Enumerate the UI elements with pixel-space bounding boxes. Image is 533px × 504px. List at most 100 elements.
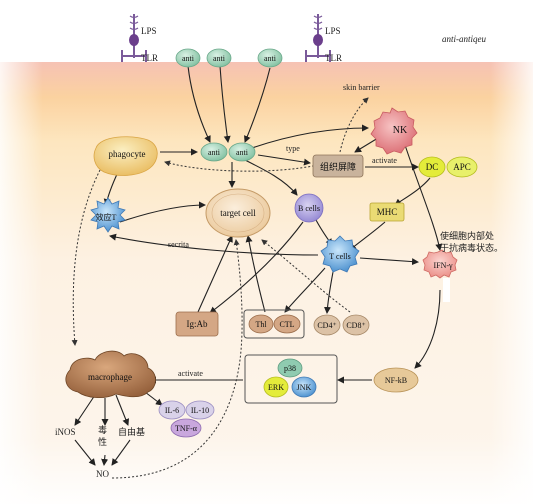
ctl-label: CTL: [279, 319, 295, 329]
anti-molecule-3-shape: [257, 48, 283, 68]
arrow-macrophage-to-inos: [74, 394, 96, 426]
arrow-macrophage-to-radical: [115, 394, 130, 426]
anti-molecule-1: anti: [182, 53, 194, 63]
anti-pair-2-shape: [228, 142, 256, 162]
activate-bottom-label: activate: [178, 369, 203, 378]
ig-ab-shape: [175, 311, 219, 337]
arrow-nk-to-ifn: [404, 144, 443, 251]
cd8-label: CD8⁺: [346, 320, 366, 330]
type-label: type: [286, 144, 300, 153]
phagocyte-label: phagocyte: [108, 149, 146, 159]
target-cell-label: target cell: [220, 208, 256, 218]
arrow-anti3-to-pair: [244, 67, 271, 143]
arrow-toxic-to-no: [101, 454, 109, 466]
th1-label: Thl: [255, 319, 267, 329]
dotted-no-to-target: [111, 239, 243, 479]
dc-label: DC: [425, 162, 439, 172]
activate-top-label: activate: [372, 156, 397, 165]
arrow-anti2-to-pair: [219, 65, 231, 143]
arrow-anti1-to-pair: [187, 65, 211, 143]
anti-molecule-2: anti: [213, 53, 225, 63]
lps-tlr-receptor-left: [121, 14, 147, 62]
dotted-barrier-to-skin: [339, 97, 369, 153]
macrophage-shape: [65, 350, 156, 398]
arrow-anti-to-nk: [251, 124, 369, 149]
phagocyte-shape: [93, 136, 158, 176]
antiviral-line-2: 于抗病毒状态。: [440, 243, 504, 253]
ifn-tail: [443, 278, 450, 302]
nfkb-label: NF-kB: [384, 375, 408, 385]
mapk-container: [244, 354, 338, 404]
nk-label: NK: [392, 124, 408, 136]
toxic-line-2: 性: [98, 437, 108, 447]
anti-molecule-3: anti: [264, 53, 276, 63]
arrow-igab-to-target: [197, 235, 233, 313]
nfkb-shape: [373, 367, 419, 393]
arrow-anti-to-barrier: [257, 154, 311, 166]
effector-t-label: 效应T: [95, 212, 117, 222]
lps-tlr-receptor-right: [305, 14, 331, 62]
il6-label: IL-6: [164, 405, 180, 415]
ig-ab-label: Ig:Ab: [186, 319, 208, 329]
cd8-shape: [342, 314, 370, 336]
arrow-bcells-to-igab: [209, 221, 304, 314]
diagram-title: anti-antiqeu: [442, 34, 486, 44]
ifn-shape: [422, 249, 458, 279]
secrita-label: secrita: [168, 240, 189, 249]
apc-label: APC: [453, 162, 471, 172]
b-cells-label: B cells: [298, 203, 320, 213]
anti-pair-1: anti: [208, 147, 220, 157]
cd4-label: CD4⁺: [317, 320, 337, 330]
toxic-line-1: 毒: [98, 425, 108, 435]
erk-label: ERK: [268, 382, 284, 392]
mhc-shape: [369, 202, 405, 222]
target-cell-shape: [205, 188, 271, 238]
tlr-label-right: TLR: [325, 53, 342, 63]
effector-t-shape: [90, 197, 126, 233]
ifn-label: IFN-γ: [433, 260, 453, 270]
arrow-tcells-to-cd4: [323, 271, 334, 314]
il6-shape: [158, 400, 186, 420]
p38-label: p38: [284, 363, 296, 373]
antiviral-line-1: 使细胞内部处: [440, 231, 495, 241]
arrow-ifn-to-nfkb: [414, 289, 441, 369]
cd4-shape: [313, 314, 341, 336]
t-cells-shape: [320, 235, 360, 273]
th1-ctl-container: [243, 309, 305, 339]
p38-shape: [277, 358, 303, 378]
dotted-phagocyte-to-macrophage: [71, 169, 101, 346]
anti-pair-1-shape: [200, 142, 228, 162]
no-label: NO: [96, 469, 109, 479]
arrow-anti-to-bcells: [244, 159, 298, 196]
skin-barrier-label: skin barrier: [343, 83, 380, 92]
il10-shape: [185, 400, 215, 420]
arrow-inos-to-no: [74, 439, 96, 466]
il10-label: IL-10: [190, 405, 210, 415]
arrow-radical-to-no: [111, 439, 131, 466]
nk-shape: [370, 107, 418, 155]
erk-shape: [263, 376, 289, 398]
anti-molecule-2-shape: [206, 48, 232, 68]
lps-label-right: LPS: [325, 26, 341, 36]
jnk-shape: [291, 376, 317, 398]
b-cells-shape: [294, 193, 324, 223]
tlr-label-left: TLR: [141, 53, 158, 63]
dotted-barrier-to-phagocyte: [164, 160, 319, 172]
anti-molecule-1-shape: [175, 48, 201, 68]
t-cells-label: T cells: [329, 251, 351, 261]
arrow-th1-to-target: [245, 235, 266, 313]
dc-shape: [418, 156, 446, 178]
tissue-barrier-label: 组织屏障: [319, 161, 356, 172]
tissue-barrier-shape: [312, 154, 364, 178]
jnk-label: JNK: [296, 382, 312, 392]
arrow-tcells-to-effector: [109, 233, 319, 256]
macrophage-label: macrophage: [88, 372, 132, 382]
dotted-cd8-to-target: [261, 239, 351, 313]
apc-shape: [446, 156, 478, 178]
inos-label: iNOS: [55, 427, 76, 437]
anti-pair-2: anti: [236, 147, 248, 157]
tnf-label: TNF-α: [175, 423, 197, 433]
